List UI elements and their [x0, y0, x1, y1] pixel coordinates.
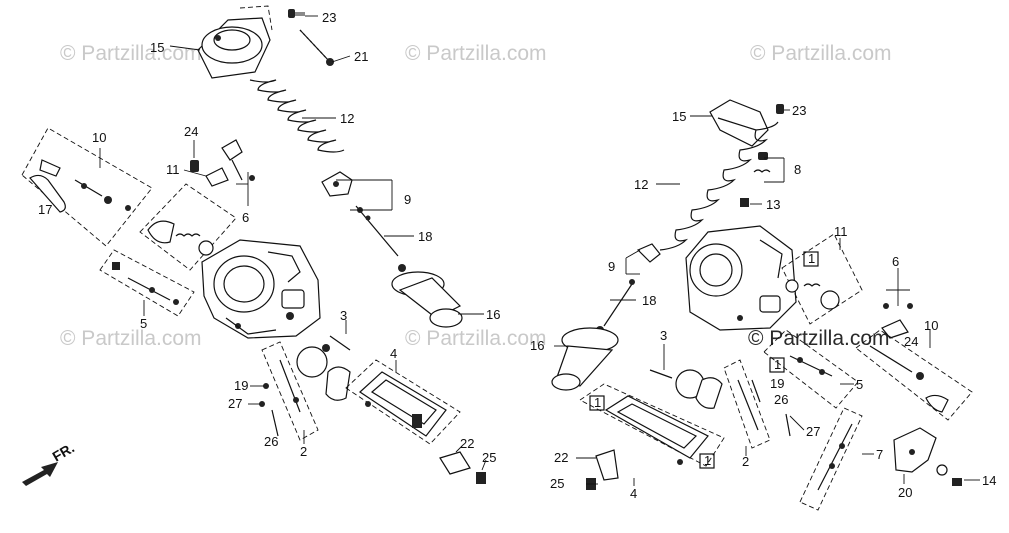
- callout-left-23: 23: [322, 10, 336, 25]
- callout-right-8: 8: [794, 162, 801, 177]
- callout-right-2: 2: [742, 454, 749, 469]
- right-carburetor-body-part: [685, 225, 797, 331]
- callout-left-26: 26: [264, 434, 278, 449]
- right-spring-12-part: [659, 121, 779, 251]
- right-fittings-6-part: [881, 303, 913, 339]
- right-group-10-part: [855, 329, 973, 421]
- front-direction-label: FR.: [50, 439, 78, 464]
- callout-right-22: 22: [554, 450, 568, 465]
- right-group-7-part: [799, 407, 863, 511]
- callout-right-19: 19: [770, 376, 784, 391]
- right-bracket-20-part: [893, 427, 962, 486]
- right-group-11-part: [781, 233, 863, 325]
- left-spring-12-part: [249, 79, 345, 153]
- callout-left-24: 24: [184, 124, 198, 139]
- callout-left-17: 17: [38, 202, 52, 217]
- callout-left-21: 21: [354, 49, 368, 64]
- left-piston-16-part: [391, 264, 463, 328]
- right-leader-lines: [554, 109, 980, 486]
- callout-right-15: 15: [672, 109, 686, 124]
- watermark-top-center: © Partzilla.com: [405, 42, 547, 65]
- callout-right-11: 11: [834, 224, 848, 239]
- left-top-cover-part: [197, 5, 273, 79]
- callout-right-3: 3: [660, 328, 667, 343]
- left-rod-21-part: [299, 29, 334, 66]
- right-top-cover-part: [709, 99, 784, 147]
- callout-left-15: 15: [150, 40, 164, 55]
- callout-right-25: 25: [550, 476, 564, 491]
- callout-right-27: 27: [806, 424, 820, 439]
- watermark-mid-right: © Partzilla.com: [748, 327, 890, 350]
- left-carburetor-body-part: [201, 239, 321, 339]
- left-group-2-part: [259, 341, 319, 441]
- left-group-10-part: [21, 127, 153, 247]
- callout-right-7: 7: [876, 447, 883, 462]
- right-carburetor-assembly: 15 23 8 12 13 11 1 6 9 18 3 10 24 16 1 1…: [530, 99, 996, 511]
- callout-right-23: 23: [792, 103, 806, 118]
- callout-left-11: 11: [166, 162, 180, 177]
- callout-right-14: 14: [982, 473, 996, 488]
- left-screw-23-part: [288, 9, 305, 18]
- callout-left-2: 2: [300, 444, 307, 459]
- callout-right-9: 9: [608, 259, 615, 274]
- watermark-top-right: © Partzilla.com: [750, 42, 892, 65]
- callout-left-27: 27: [228, 396, 242, 411]
- callout-left-10: 10: [92, 130, 106, 145]
- callout-right-5: 5: [856, 377, 863, 392]
- callout-left-18: 18: [418, 229, 432, 244]
- watermark-top-left: © Partzilla.com: [60, 42, 202, 65]
- callout-right-1d: 1: [704, 453, 711, 468]
- callout-right-12: 12: [634, 177, 648, 192]
- callout-right-24: 24: [904, 334, 918, 349]
- right-needle-9-18-part: [596, 243, 661, 334]
- front-arrow-icon: [22, 462, 58, 486]
- callout-right-1c: 1: [594, 395, 601, 410]
- callout-right-18: 18: [642, 293, 656, 308]
- callout-right-16: 16: [530, 338, 544, 353]
- callout-left-6: 6: [242, 210, 249, 225]
- left-jet-needle-18-part: [355, 205, 399, 257]
- callout-right-6: 6: [892, 254, 899, 269]
- callout-left-22: 22: [460, 436, 474, 451]
- right-piston-16-part: [551, 327, 619, 391]
- left-fittings-24-11-6-part: [190, 139, 255, 187]
- left-carburetor-assembly: 23 15 21 12 10 24 11 17 6 9 18 5 16 3 4 …: [21, 5, 500, 484]
- left-leader-lines: [99, 15, 487, 471]
- left-needle-holder-9-part: [321, 171, 353, 197]
- callout-left-4: 4: [390, 346, 397, 361]
- right-group-5-part: [751, 329, 859, 437]
- callout-right-4: 4: [630, 486, 637, 501]
- left-group-5-part: [99, 249, 195, 317]
- front-direction-arrow: FR.: [22, 439, 77, 486]
- left-fittings-22-25-part: [439, 451, 486, 484]
- callout-right-26: 26: [774, 392, 788, 407]
- callout-right-1b: 1: [774, 357, 781, 372]
- right-float-bowl-4-part: [579, 383, 725, 467]
- callout-left-9: 9: [404, 192, 411, 207]
- callout-right-13: 13: [766, 197, 780, 212]
- callout-left-19: 19: [234, 378, 248, 393]
- right-ref-boxes: [589, 251, 819, 469]
- callout-left-16: 16: [486, 307, 500, 322]
- callout-left-25: 25: [482, 450, 496, 465]
- callout-left-3: 3: [340, 308, 347, 323]
- callout-right-1a: 1: [808, 251, 815, 266]
- callout-left-5: 5: [140, 316, 147, 331]
- callout-right-10: 10: [924, 318, 938, 333]
- right-group-2-part: [723, 359, 771, 449]
- watermark-mid-left: © Partzilla.com: [60, 327, 202, 350]
- left-float-bowl-4-part: [345, 359, 461, 445]
- watermark-mid-center: © Partzilla.com: [405, 327, 547, 350]
- left-float-parts-3-part: [296, 335, 351, 401]
- callout-left-12: 12: [340, 111, 354, 126]
- right-float-parts-3-part: [649, 369, 723, 409]
- left-group-11-part: [139, 183, 237, 271]
- callout-right-20: 20: [898, 485, 912, 500]
